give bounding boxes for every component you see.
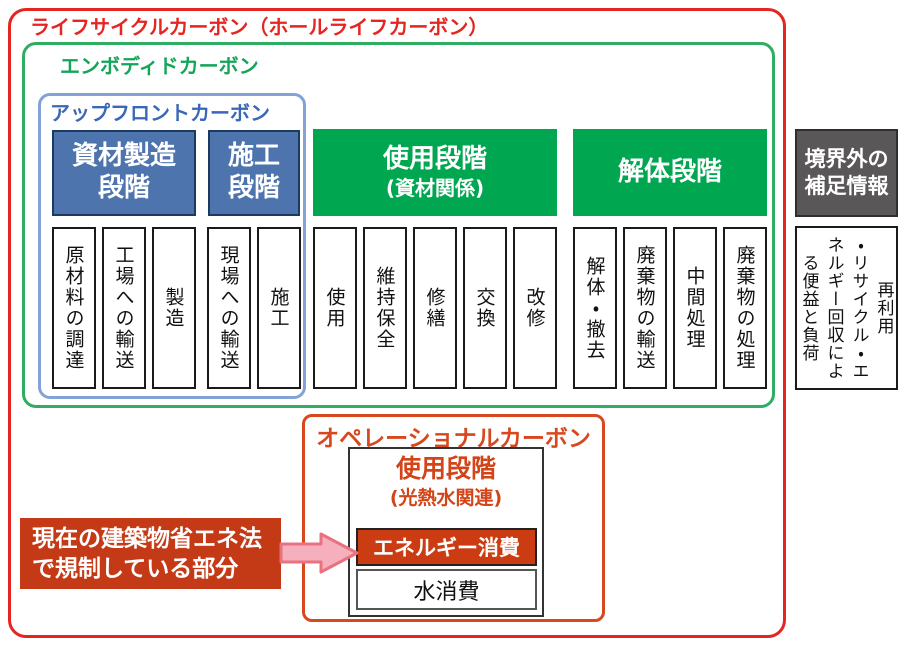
column-demolition-removal: 解体・撤去 [573, 227, 617, 389]
vertical-text-line: ・リサイクル・エ [848, 236, 869, 380]
energy-consumption-box: エネルギー消費 [356, 528, 537, 566]
lifecycle-carbon-title: ライフサイクルカーボン（ホールライフカーボン） [30, 15, 489, 39]
stage-header-line: 補足情報 [804, 174, 889, 198]
regulation-note-line: で規制している部分 [32, 556, 239, 583]
outside-boundary-header: 境界外の 補足情報 [795, 129, 898, 217]
lifecycle-carbon-box [8, 8, 786, 638]
water-consumption-label: 水消費 [413, 579, 480, 605]
stage-header-material-production: 資材製造 段階 [52, 130, 196, 216]
vertical-text-line: 再利用 [873, 281, 894, 335]
upfront-carbon-box [38, 93, 306, 399]
column-transport-to-site: 現場への輸送 [207, 227, 251, 389]
regulation-note-box: 現在の建築物省エネ法 で規制している部分 [20, 518, 281, 589]
stage-header-line: 境界外の [804, 146, 889, 171]
column-label: 廃棄物の処理 [733, 245, 756, 371]
column-label: 工場への輸送 [112, 245, 135, 371]
column-intermediate-treatment: 中間処理 [673, 227, 717, 389]
stage-header-use-material: 使用段階 (資材関係) [313, 129, 557, 216]
stage-header-line: 解体段階 [617, 156, 722, 187]
column-label: 製造 [162, 287, 185, 329]
column-maintenance: 維持保全 [363, 227, 407, 389]
upfront-carbon-title: アップフロントカーボン [50, 101, 270, 125]
column-refurbishment: 改修 [513, 227, 557, 389]
vertical-text-line: ネルギー回収によ [823, 236, 844, 380]
stage-header-subline: (資材関係) [385, 176, 485, 201]
column-replacement: 交換 [463, 227, 507, 389]
outside-boundary-body: 再利用 ・リサイクル・エ ネルギー回収によ る便益と負荷 [795, 226, 898, 390]
stage-header-line: 使用段階 [382, 144, 487, 175]
stage-header-line: 施工 [227, 141, 280, 172]
regulation-note-line: 現在の建築物省エネ法 [32, 526, 262, 552]
column-transport-to-factory: 工場への輸送 [102, 227, 146, 389]
energy-consumption-label: エネルギー消費 [373, 536, 520, 560]
column-repair: 修繕 [413, 227, 457, 389]
column-waste-disposal: 廃棄物の処理 [723, 227, 767, 389]
vertical-text-line: る便益と負荷 [798, 254, 819, 362]
column-label: 原材料の調達 [62, 245, 85, 371]
outside-boundary-text: 再利用 ・リサイクル・エ ネルギー回収によ る便益と負荷 [797, 228, 897, 388]
column-label: 維持保全 [373, 266, 396, 350]
column-label: 廃棄物の輸送 [633, 245, 656, 371]
embodied-carbon-box [22, 42, 775, 408]
water-consumption-box: 水消費 [356, 569, 537, 610]
embodied-carbon-title: エンボディドカーボン [60, 54, 259, 78]
column-label: 施工 [267, 287, 290, 329]
stage-header-construction: 施工 段階 [208, 130, 300, 216]
column-label: 改修 [523, 287, 546, 329]
column-label: 現場への輸送 [217, 245, 240, 371]
column-manufacturing: 製造 [152, 227, 196, 389]
column-label: 修繕 [423, 287, 446, 329]
column-label: 使用 [323, 287, 346, 329]
column-waste-transport: 廃棄物の輸送 [623, 227, 667, 389]
column-label: 解体・撤去 [583, 255, 606, 361]
column-use: 使用 [313, 227, 357, 389]
column-label: 中間処理 [683, 266, 706, 350]
use-stage-label: 使用段階 [395, 454, 496, 483]
column-raw-material-procurement: 原材料の調達 [52, 227, 96, 389]
use-stage-sublabel: (光熱水関連) [389, 486, 503, 509]
operational-use-stage-label: 使用段階 (光熱水関連) [348, 453, 544, 510]
stage-header-line: 資材製造 [71, 141, 176, 172]
column-construction: 施工 [257, 227, 301, 389]
operational-carbon-box [302, 414, 605, 622]
stage-header-line: 段階 [227, 173, 280, 203]
arrow-right-icon [279, 532, 359, 574]
stage-header-demolition: 解体段階 [573, 129, 767, 216]
column-label: 交換 [473, 287, 496, 329]
stage-header-line: 段階 [97, 173, 150, 203]
